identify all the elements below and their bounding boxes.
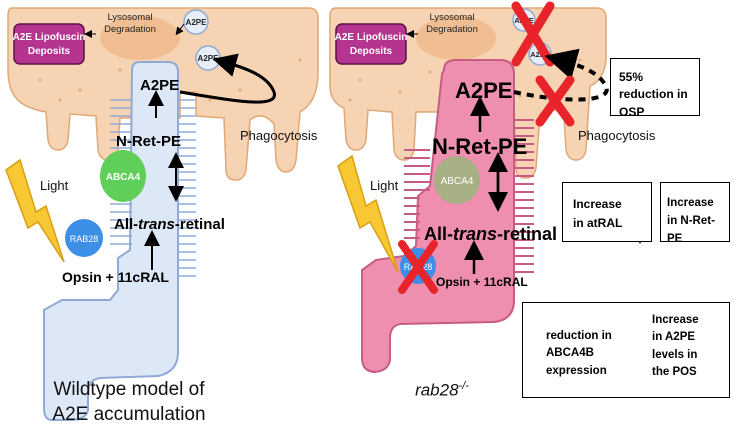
wildtype-abca4 bbox=[100, 150, 146, 202]
svg-text:A2PE: A2PE bbox=[530, 50, 550, 59]
wildtype-light-label: Light bbox=[40, 178, 69, 193]
atral-increase-box: Increase in atRAL bbox=[562, 182, 652, 242]
wildtype-lipofuscin-deposits bbox=[13, 23, 85, 65]
mutant-nucleus bbox=[416, 16, 496, 60]
wildtype-lysosomal-line1: Lysosomal bbox=[107, 12, 152, 23]
wildtype-deposits-line2: Deposits bbox=[28, 46, 71, 57]
wildtype-caption-line2: A2E accumulation bbox=[52, 403, 206, 425]
mutant-deposits-line1: A2E Lipofuscin bbox=[335, 32, 408, 43]
wildtype-abca4-label: ABCA4 bbox=[106, 172, 141, 183]
mutant-lysosomal-line2: Degradation bbox=[426, 24, 478, 35]
mutant-phagocytosis-cross-icon bbox=[535, 75, 575, 127]
abca4b-reduction-box bbox=[522, 302, 730, 398]
mutant-caption-superscript: -/- bbox=[458, 380, 469, 392]
wildtype-phagocytosis-label: Phagocytosis bbox=[240, 128, 318, 143]
wildtype-caption: Wildtype model of A2E accumulation bbox=[4, 378, 254, 427]
mutant-all-trans-retinal: All-trans-retinal bbox=[424, 224, 557, 244]
mutant-rab28-cross-icon bbox=[398, 240, 438, 294]
wildtype-opsin-label: Opsin + 11cRAL bbox=[62, 269, 169, 285]
mutant-abca4-label: ABCA4 bbox=[441, 176, 474, 187]
wildtype-n-ret-pe-label: N-Ret-PE bbox=[116, 133, 181, 150]
mutant-caption: rab28-/- bbox=[402, 380, 482, 401]
svg-text:A2PE: A2PE bbox=[186, 18, 208, 27]
mutant-disc-stripes bbox=[404, 119, 534, 273]
wildtype-a2pe-bubble-2: A2PE bbox=[195, 45, 221, 71]
svg-text:A2PE: A2PE bbox=[198, 54, 220, 63]
mutant-lightning-icon bbox=[337, 154, 399, 273]
wildtype-panel: A2E Lipofuscin Deposits Lysosomal Degrad… bbox=[5, 7, 319, 421]
osp-reduction-box: 55% reduction in OSP bbox=[610, 58, 700, 119]
mutant-bubbles-cross-icon bbox=[511, 1, 555, 67]
mutant-n-ret-pe-label: N-Ret-PE bbox=[432, 134, 527, 159]
mutant-opsin-label: Opsin + 11cRAL bbox=[436, 275, 528, 289]
abca4b-reduction-text: reduction in ABCA4B expression bbox=[546, 330, 612, 377]
wildtype-lightning-icon bbox=[5, 158, 65, 263]
mutant-lysosomal-line1: Lysosomal bbox=[429, 12, 474, 23]
nretpe-increase-box: Increase in N-Ret-PE bbox=[660, 182, 730, 245]
atral-increase-text: Increase in atRAL bbox=[573, 197, 623, 230]
nretpe-increase-text: Increase in N-Ret-PE bbox=[667, 197, 715, 245]
wildtype-all-trans-retinal: All-trans-retinal bbox=[114, 216, 225, 233]
wildtype-rab28 bbox=[65, 219, 103, 257]
mutant-light-label: Light bbox=[370, 178, 399, 193]
wildtype-outer-segment bbox=[43, 61, 179, 421]
osp-reduction-text: 55% reduction in OSP bbox=[619, 70, 688, 119]
a2pe-increase-text: Increase in A2PE levels in the POS bbox=[652, 314, 699, 378]
wildtype-deposits-line1: A2E Lipofuscin bbox=[13, 32, 86, 43]
wildtype-a2pe-bubble-1: A2PE bbox=[183, 9, 209, 35]
mutant-caption-base: rab28 bbox=[415, 380, 459, 400]
mutant-abca4 bbox=[434, 156, 480, 204]
wildtype-nucleus bbox=[100, 16, 180, 60]
wildtype-lysosomal-line2: Degradation bbox=[104, 24, 156, 35]
mutant-a2pe-label: A2PE bbox=[455, 78, 512, 103]
mutant-phagocytosis-arrow bbox=[513, 48, 609, 102]
wildtype-a2pe-label: A2PE bbox=[140, 77, 179, 94]
mutant-outer-segment bbox=[361, 59, 515, 373]
mutant-deposits-line2: Deposits bbox=[350, 46, 393, 57]
mutant-lipofuscin-deposits bbox=[335, 23, 407, 65]
wildtype-rab28-label: RAB28 bbox=[70, 234, 99, 244]
wildtype-phagocytosis-arrow bbox=[179, 53, 276, 104]
wildtype-caption-line1: Wildtype model of bbox=[53, 379, 205, 400]
mutant-phagocytosis-label: Phagocytosis bbox=[578, 128, 656, 143]
mutant-panel: A2E Lipofuscin Deposits Lysosomal Degrad… bbox=[329, 1, 716, 378]
